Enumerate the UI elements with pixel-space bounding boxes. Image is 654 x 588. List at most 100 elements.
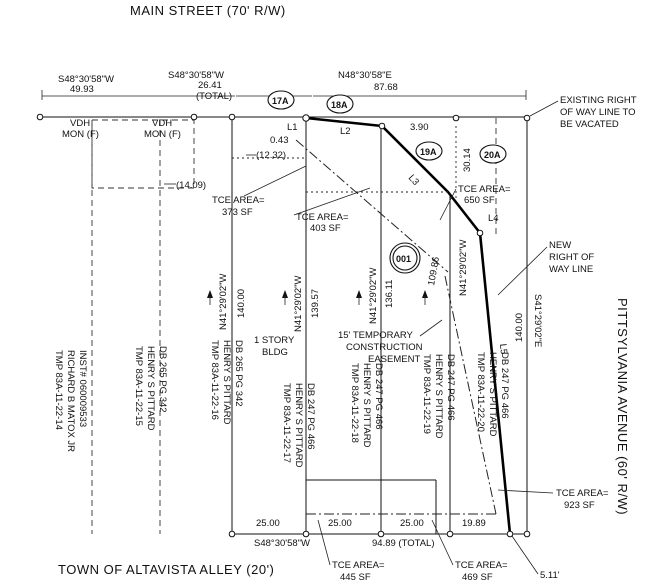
svg-text:TMP 83A-11-22-20: TMP 83A-11-22-20 [475,352,486,432]
svg-text:DB 247 PG 466: DB 247 PG 466 [373,363,384,430]
distance-12-32: (12.32) [256,150,286,161]
segment-l1-label: L1 [287,122,298,133]
svg-text:19A: 19A [420,147,437,157]
side-b-distance: 139.57 [310,289,321,318]
tce-445-label: TCE AREA= [332,560,385,571]
segment-l1-distance: 0.43 [270,135,289,146]
easement-label-2: CONSTRUCTION [346,342,423,353]
top-bearing-2: S48°30'58"W [168,70,224,81]
owner-tmp-16: TMP 83A-11-22-16 HENRY S PITTARD DB 265 … [209,340,244,425]
svg-text:HENRY S PITTARD: HENRY S PITTARD [361,363,372,448]
segment-l4-label: L4 [488,213,499,224]
existing-row-label-2: OF WAY LINE TO [560,107,636,118]
bottom-distance-1: 25.00 [256,518,280,529]
parcel-tag-18a: 18A [326,94,354,114]
new-row-label-1: NEW [549,240,571,251]
owner-tmp-15: TMP 83A-11-22-15 HENRY S PITTARD DB 265 … [133,346,168,431]
svg-text:HENRY S PITTARD: HENRY S PITTARD [293,383,304,468]
svg-text:DB 247 PG 466: DB 247 PG 466 [499,352,510,419]
segment-l2-label: L2 [340,126,351,137]
parcel-tag-17a: 17A [267,90,295,110]
tce-373-label: TCE AREA= [212,195,265,206]
svg-text:DB 265 PG 342: DB 265 PG 342 [157,346,168,413]
svg-text:TMP 83A-11-22-19: TMP 83A-11-22-19 [421,354,432,434]
tce-373-value: 373 SF [222,207,253,218]
north-arrow-icons [207,290,428,305]
existing-row-label-3: BE VACATED [560,119,619,130]
svg-text:DB 265 PG 342: DB 265 PG 342 [233,340,244,407]
easement-lines [91,118,497,534]
segment-l3-label: L3 [406,173,421,188]
top-distance-2: 26.41 [198,80,222,91]
tce-403-label: TCE AREA= [296,212,349,223]
svg-text:20A: 20A [484,150,501,160]
parcel-tag-20a: 20A [479,144,507,164]
story-label-1: 1 STORY [254,335,295,346]
main-street-row-line [40,90,528,118]
vdh-mon-label-1: MON (F) [62,129,99,140]
distance-3-90: 3.90 [410,122,429,133]
svg-text:17A: 17A [272,96,289,106]
owner-tmp-14: TMP 83A-11-22-14 RICHARD B MATOX JR INST… [53,350,88,452]
svg-text:TMP 83A-11-22-14: TMP 83A-11-22-14 [53,350,64,430]
svg-text:001: 001 [396,254,411,264]
svg-text:INST# 060009533: INST# 060009533 [77,350,88,427]
bottom-bearing: S48°30'58"W [254,538,310,549]
svg-text:18A: 18A [331,100,348,110]
story-label-2: BLDG [262,347,288,358]
tce-445-value: 445 SF [340,572,371,583]
alley-label: TOWN OF ALTAVISTA ALLEY (20') [58,562,274,577]
side-d-distance: 109.86 [426,256,442,287]
bottom-distance-2: 25.00 [328,518,352,529]
svg-text:TMP 83A-11-22-17: TMP 83A-11-22-17 [281,383,292,463]
svg-text:HENRY S PITTARD: HENRY S PITTARD [433,354,444,439]
svg-text:TMP 83A-11-22-16: TMP 83A-11-22-16 [209,340,220,420]
main-street-label: MAIN STREET (70' R/W) [130,3,286,18]
tce-650-label: TCE AREA= [458,184,511,195]
segment-l5-label: L5 [497,343,509,355]
svg-text:TMP 83A-11-22-18: TMP 83A-11-22-18 [349,363,360,443]
easement-label-3: EASEMENT [368,354,420,365]
top-distance-1: 49.93 [70,84,94,95]
owner-tmp-19: TMP 83A-11-22-19 HENRY S PITTARD DB 247 … [421,354,456,439]
new-row-label-2: RIGHT OF [549,252,594,263]
side-a-bearing: N41°29'02"W [218,273,229,330]
bottom-total: 94.89 (TOTAL) [372,538,434,549]
existing-row-leader [529,100,559,117]
svg-text:TMP 83A-11-22-15: TMP 83A-11-22-15 [133,346,144,426]
top-bearing-1: S48°30'58"W [58,74,114,85]
vdh-label-2: VDH [152,118,172,129]
distance-14-09: (14.09) [176,180,206,191]
side-f-bearing: S41°29'02"E [532,294,543,347]
bottom-distance-5-11: 5.11' [540,570,560,581]
svg-text:DB 247 PG 466: DB 247 PG 466 [445,354,456,421]
vdh-label-1: VDH [70,118,90,129]
side-a-distance: 140.00 [236,289,247,318]
bottom-distance-4: 19.89 [462,518,486,529]
vdh-mon-label-2: MON (F) [144,129,181,140]
easement-label-1: 15' TEMPORARY [338,330,414,341]
top-distance-3: 87.68 [374,82,398,93]
tce-403-value: 403 SF [310,223,341,234]
existing-row-label-1: EXISTING RIGHT [560,95,637,106]
new-row-leader [497,246,548,296]
survey-pins [36,113,531,538]
top-total-2: (TOTAL) [196,91,232,102]
svg-text:HENRY S PITTARD: HENRY S PITTARD [221,340,232,425]
top-bearing-3: N48°30'58"E [338,70,392,81]
svg-text:DB 247 PG 466: DB 247 PG 466 [305,383,316,450]
pittsylvania-avenue-label: PITTSYLVANIA AVENUE (60' R/W) [615,298,630,515]
distance-30-14: 30.14 [462,148,473,172]
side-b-bearing: N41°29'02"W [293,275,304,332]
owner-tmp-20: TMP 83A-11-22-20 HENRY S PITTARD DB 247 … [475,352,510,437]
svg-text:RICHARD B MATOX JR: RICHARD B MATOX JR [65,350,76,452]
svg-text:HENRY S PITTARD: HENRY S PITTARD [487,352,498,437]
tce-923-label: TCE AREA= [556,488,609,499]
side-e-bearing: N41°29'02"W [458,239,469,296]
new-row-label-3: WAY LINE [549,264,593,275]
bottom-distance-3: 25.00 [400,518,424,529]
side-c-distance: 136.11 [384,280,395,308]
tce-923-value: 923 SF [564,500,595,511]
center-tag-001: 001 [389,242,421,274]
